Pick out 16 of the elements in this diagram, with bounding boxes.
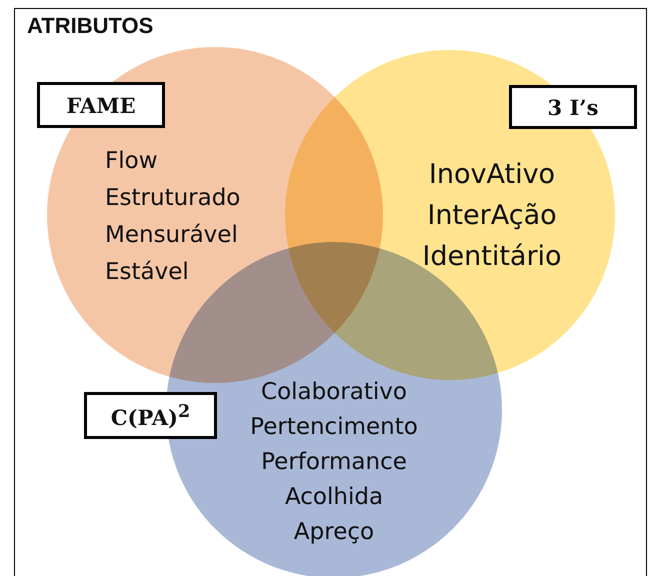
attribute-text: Colaborativo (261, 378, 407, 407)
attribute-text: InterAção (427, 199, 557, 233)
attribute-text: Pertencimento (250, 413, 418, 442)
attribute-text: Mensurável (105, 221, 238, 250)
attribute-text: Identitário (422, 240, 562, 274)
attribute-text: InovAtivo (428, 158, 556, 192)
attribute-text: Apreço (294, 518, 374, 547)
set-label: FAME (37, 82, 165, 128)
title: ATRIBUTOS (27, 13, 154, 39)
set-label: 3 I’s (509, 85, 637, 129)
attribute-text: Estruturado (105, 184, 240, 213)
attribute-text: Performance (261, 448, 407, 477)
attribute-text: Acolhida (284, 483, 384, 512)
attribute-text: Estável (105, 258, 189, 287)
set-label: C(PA)$^{2}$ (84, 392, 217, 439)
attribute-text: Flow (105, 147, 158, 176)
